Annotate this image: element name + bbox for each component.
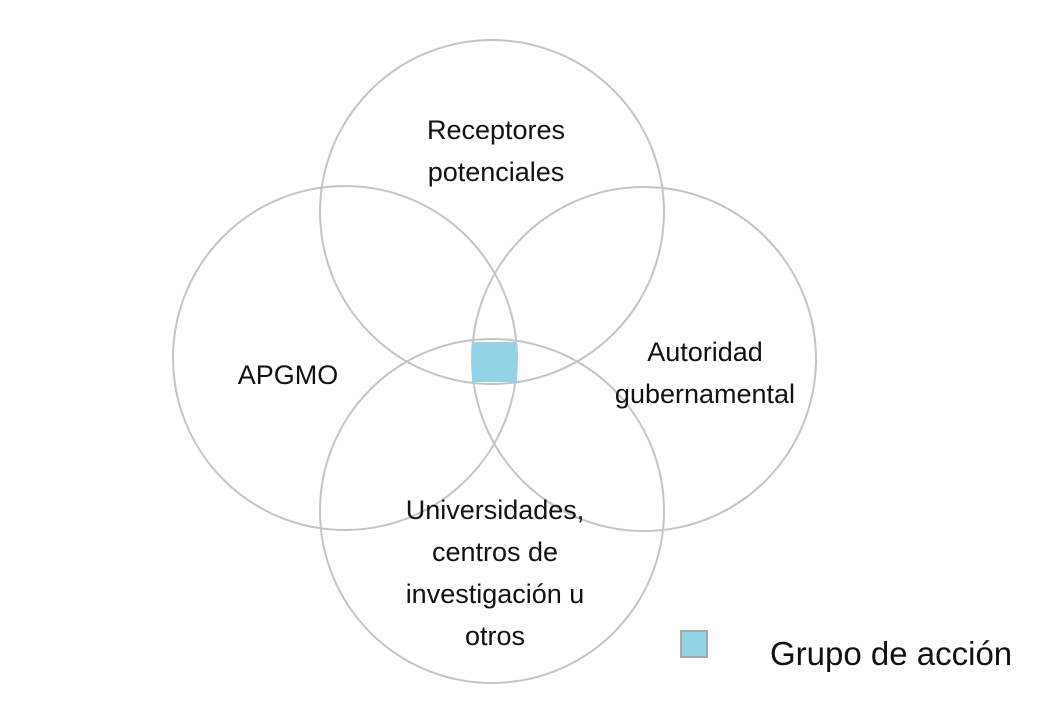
label-line: investigación u xyxy=(405,579,585,609)
circle-receptores-potenciales xyxy=(319,39,665,385)
label-line: centros de xyxy=(431,537,559,567)
label-line: Autoridad xyxy=(647,337,763,367)
label-line: otros xyxy=(464,621,526,651)
label-line: Receptores xyxy=(426,115,566,145)
label-line: potenciales xyxy=(427,157,565,187)
intersection-grupo-de-accion xyxy=(472,342,517,382)
legend-label: Grupo de acción xyxy=(770,635,1013,672)
label-line: APGMO xyxy=(237,360,339,390)
label-line: gubernamental xyxy=(614,379,796,409)
circle-universidades xyxy=(319,338,665,684)
legend: Grupo de acción xyxy=(678,628,1055,684)
label-apgmo: APGMO xyxy=(218,354,358,396)
label-line: Universidades, xyxy=(405,495,585,525)
label-receptores-potenciales: Receptores potenciales xyxy=(396,109,596,193)
label-autoridad-gubernamental: Autoridad gubernamental xyxy=(590,331,820,415)
legend-swatch xyxy=(680,630,708,658)
label-universidades: Universidades, centros de investigación … xyxy=(370,489,620,657)
